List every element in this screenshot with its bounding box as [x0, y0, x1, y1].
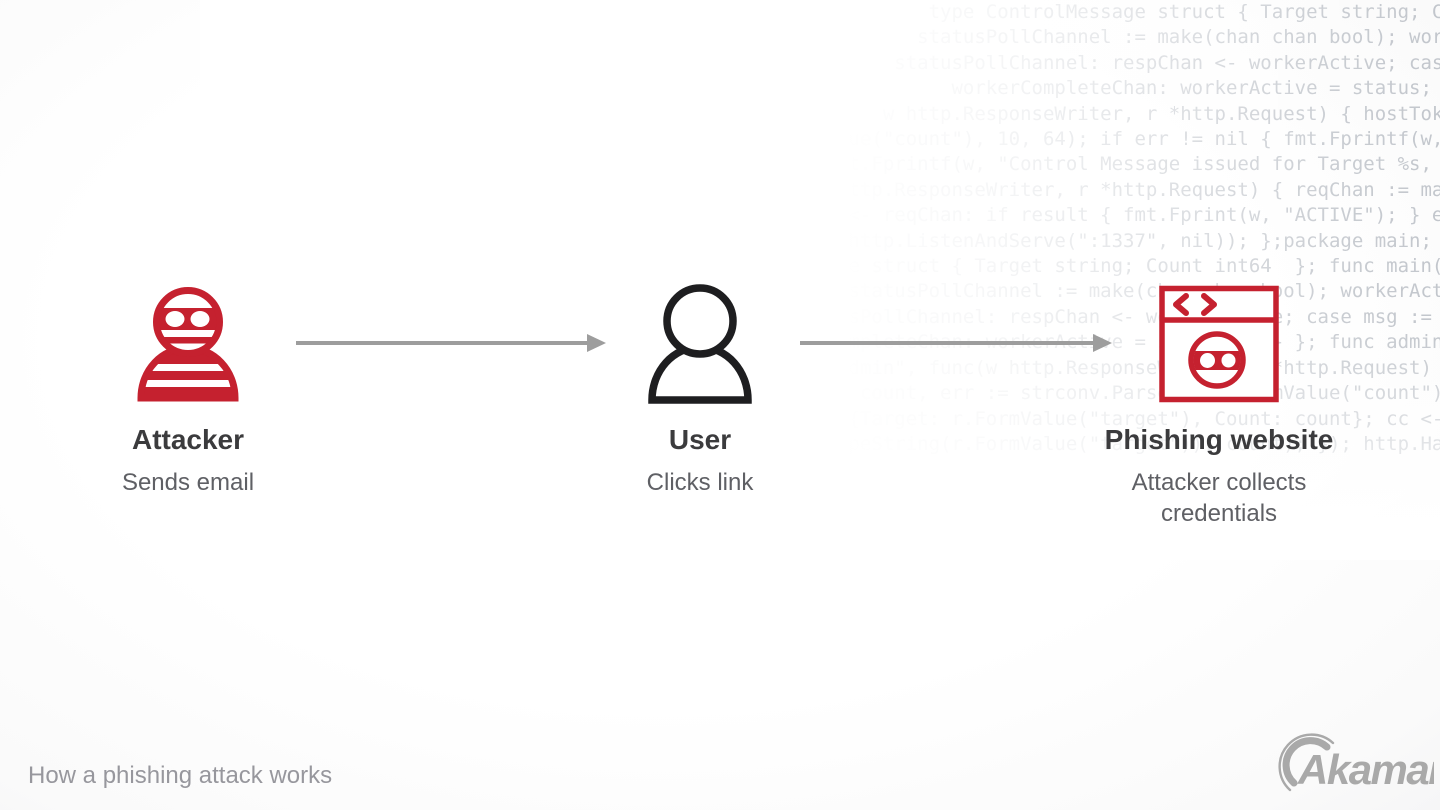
attacker-masked-person-icon	[137, 287, 239, 402]
akamai-logo: Akamai	[1278, 733, 1434, 793]
phishing-browser-window-icon	[1159, 285, 1279, 403]
code-chevron-left-icon	[1173, 293, 1189, 316]
diagram-caption: How a phishing attack works	[28, 762, 333, 789]
step-title-attacker: Attacker	[131, 424, 245, 455]
code-chevron-right-icon	[1201, 293, 1217, 316]
arrow-user-to-phishing-website	[800, 334, 1112, 352]
arrow-attacker-to-user	[296, 334, 606, 352]
step-title-user: User	[668, 424, 732, 455]
akamai-logo-inner-arc-icon	[1282, 737, 1331, 787]
akamai-logo-outer-arc-icon	[1278, 733, 1335, 792]
akamai-logo-text: Akamai	[1297, 746, 1434, 793]
step-subtitle-phishing-website: Attacker collects credentials	[1131, 469, 1307, 527]
step-title-phishing-website: Phishing website	[1104, 424, 1334, 455]
step-subtitle-attacker: Sends email	[121, 469, 255, 496]
step-subtitle-user: Clicks link	[646, 469, 754, 496]
user-person-icon	[648, 284, 752, 404]
